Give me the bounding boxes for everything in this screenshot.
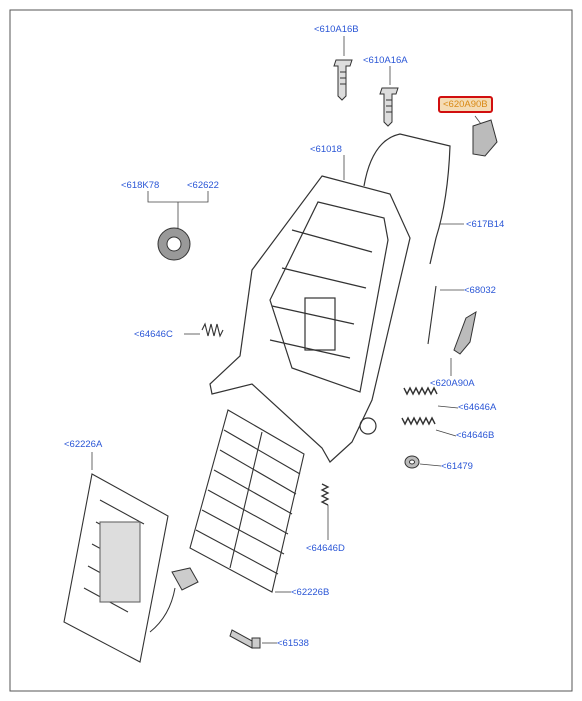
label-61479: <61479 xyxy=(441,461,473,472)
spring-64646c xyxy=(201,322,224,338)
label-64646c: <64646C xyxy=(134,329,173,340)
label-620a90a: <620A90A xyxy=(430,378,475,389)
label-64646a: <64646A xyxy=(458,402,497,413)
leader-lines xyxy=(91,36,482,644)
clip-610a16b xyxy=(333,59,353,101)
spring-64646d xyxy=(320,483,330,506)
label-618k78: <618K78 xyxy=(121,180,160,191)
label-62226b: <62226B xyxy=(291,587,330,598)
label-64646b: <64646B xyxy=(456,430,495,441)
label-61538: <61538 xyxy=(277,638,309,649)
recliner-gear xyxy=(157,227,191,261)
rod-68032 xyxy=(427,285,437,345)
label-620a90b: <620A90B xyxy=(438,96,493,113)
connector xyxy=(171,567,199,591)
harness-wire xyxy=(149,587,176,633)
label-62226a: <62226A xyxy=(64,439,103,450)
seat-back-frame xyxy=(209,175,411,463)
clip-610a16a xyxy=(379,87,399,127)
label-610a16a: <610A16A xyxy=(363,55,408,66)
label-617b14: <617B14 xyxy=(466,219,505,230)
diagram-border xyxy=(9,9,573,692)
handle-620a90b xyxy=(472,119,498,157)
cable-617b14 xyxy=(363,133,451,265)
label-61018: <61018 xyxy=(310,144,342,155)
label-62622: <62622 xyxy=(187,180,219,191)
label-64646d: <64646D xyxy=(306,543,345,554)
bolt-61538 xyxy=(229,629,261,649)
suspension-mat xyxy=(63,473,169,663)
label-68032: <68032 xyxy=(464,285,496,296)
wire-mat-middle xyxy=(189,409,305,593)
label-610a16b: <610A16B xyxy=(314,24,359,35)
lever-620a90a xyxy=(453,310,477,355)
spring-64646a xyxy=(403,386,438,396)
spring-64646b xyxy=(401,416,436,426)
washer-61479 xyxy=(404,455,420,469)
